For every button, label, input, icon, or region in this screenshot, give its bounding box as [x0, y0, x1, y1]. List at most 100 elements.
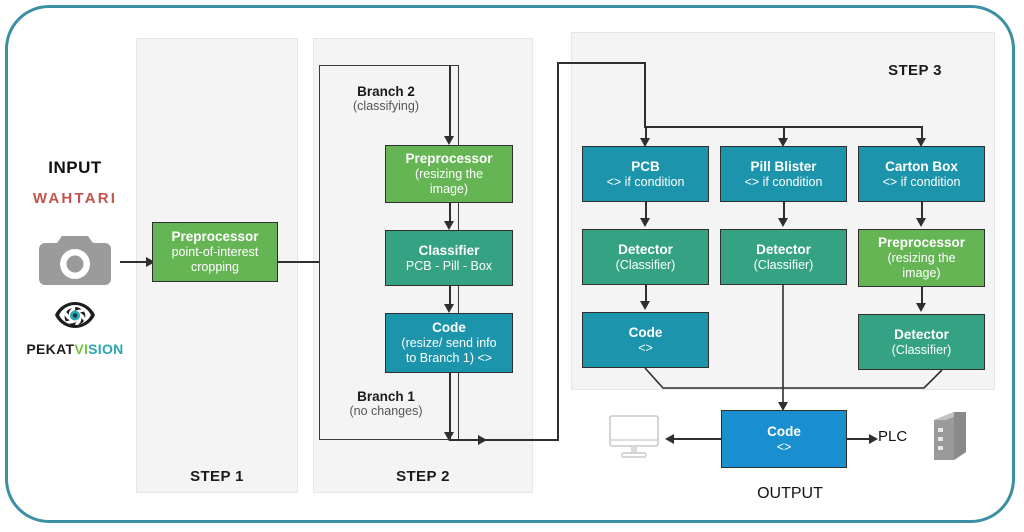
- line-step3-feed-drop: [644, 62, 646, 128]
- pekat-text: PEKAT: [26, 341, 75, 357]
- node-carton-box-condition[interactable]: Carton Box <> if condition: [858, 146, 985, 202]
- node-output-code[interactable]: Code <>: [721, 410, 847, 468]
- node-line2: <> if condition: [882, 174, 961, 189]
- vision-text-b: SION: [88, 341, 124, 357]
- convergence-paths: [644, 285, 943, 406]
- node-step2-preprocessor[interactable]: Preprocessor (resizing the image): [385, 145, 513, 203]
- line-carton-prep-to-detector: [921, 287, 923, 305]
- node-title: PCB: [631, 158, 660, 174]
- line-pill-to-detector: [783, 202, 785, 220]
- node-line3: image): [429, 181, 469, 196]
- node-carton-detector[interactable]: Detector (Classifier): [858, 314, 985, 370]
- node-pcb-detector[interactable]: Detector (Classifier): [582, 229, 709, 285]
- node-line3: cropping: [191, 259, 239, 274]
- node-line2: (Classifier): [753, 257, 814, 272]
- node-step2-classifier[interactable]: Classifier PCB - Pill - Box: [385, 230, 513, 286]
- arrow-carton-prep-to-detector-head: [916, 303, 927, 312]
- pekat-eye-logo-icon: [55, 302, 95, 328]
- arrow-code-down-head: [444, 432, 455, 441]
- arrow-code-to-monitor-head: [665, 433, 674, 444]
- line-step3-drop-col3: [921, 126, 923, 140]
- node-title: Preprocessor: [877, 235, 966, 251]
- branch2-sub: (classifying): [353, 99, 419, 113]
- line-classifier-to-code: [449, 286, 451, 306]
- arrow-input-to-preprocessor-line: [120, 261, 148, 263]
- arrow-to-output-code-head: [778, 402, 789, 411]
- line-step3-drop-col1: [645, 126, 647, 140]
- node-line3: to Branch 1) <>: [405, 350, 493, 365]
- line-carton-to-preprocessor: [921, 202, 923, 220]
- arrow-pill-to-detector-head: [778, 218, 789, 227]
- node-title: Code: [432, 320, 466, 336]
- arrow-step3-col3-head: [916, 138, 927, 147]
- step2-label: STEP 2: [396, 468, 450, 485]
- node-title: Preprocessor: [405, 151, 493, 167]
- node-line2: <>: [776, 439, 792, 454]
- node-step1-preprocessor[interactable]: Preprocessor point-of-interest cropping: [152, 222, 278, 282]
- node-title: Carton Box: [885, 158, 958, 174]
- node-title: Code: [767, 423, 801, 439]
- node-line2: PCB - Pill - Box: [405, 258, 493, 273]
- arrow-branch2-feed-head: [444, 136, 455, 145]
- node-line2: (resizing the: [887, 251, 956, 266]
- input-title: INPUT: [48, 158, 102, 177]
- arrow-prep-to-classifier-head: [444, 221, 455, 230]
- line-step3-feed-top: [557, 62, 645, 64]
- arrow-branch1-rail-head: [478, 434, 487, 445]
- pekat-vision-logo-text: PEKATVISION: [20, 341, 130, 357]
- node-pill-blister-condition[interactable]: Pill Blister <> if condition: [720, 146, 847, 202]
- node-carton-preprocessor[interactable]: Preprocessor (resizing the image): [858, 229, 985, 287]
- node-title: Preprocessor: [171, 229, 259, 245]
- arrow-code-to-plc-head: [869, 433, 878, 444]
- line-prep-to-classifier: [449, 203, 451, 223]
- line-pcb-to-detector: [645, 202, 647, 220]
- monitor-icon: [609, 415, 659, 458]
- node-pill-detector[interactable]: Detector (Classifier): [720, 229, 847, 285]
- arrow-classifier-to-code-head: [444, 304, 455, 313]
- node-line2: <> if condition: [744, 174, 823, 189]
- diagram-outer-frame: [5, 5, 1015, 523]
- vision-text-a: VI: [74, 341, 89, 357]
- node-title: Detector: [756, 241, 811, 257]
- node-pcb-condition[interactable]: PCB <> if condition: [582, 146, 709, 202]
- step3-label: STEP 3: [888, 62, 942, 79]
- node-pcb-code[interactable]: Code <>: [582, 312, 709, 368]
- branch1-sub: (no changes): [349, 404, 423, 418]
- line-step1-out: [278, 261, 320, 263]
- step1-label: STEP 1: [190, 468, 244, 485]
- node-title: Detector: [894, 326, 949, 342]
- plc-label: PLC: [878, 428, 908, 445]
- plc-device-icon: [934, 412, 966, 460]
- node-line2: <>: [638, 340, 653, 355]
- node-line2: (Classifier): [615, 257, 676, 272]
- branch1-label: Branch 1 (no changes): [326, 389, 446, 418]
- arrow-input-to-preprocessor-head: [146, 256, 155, 267]
- line-branch2-feed: [449, 66, 451, 138]
- node-title: Code: [628, 324, 663, 340]
- line-step3-drop-col2: [783, 126, 785, 140]
- line-code-down-to-rail: [449, 373, 451, 440]
- line-pcb-detector-to-code: [645, 285, 647, 303]
- branch1-title: Branch 1: [357, 389, 415, 404]
- node-line2: point-of-interest: [171, 245, 259, 260]
- line-code-to-plc: [847, 438, 873, 440]
- arrow-step3-col1-head: [640, 138, 651, 147]
- arrow-pcb-detector-to-code-head: [640, 301, 651, 310]
- node-line2: (resize/ send info: [401, 336, 497, 351]
- node-step2-code[interactable]: Code (resize/ send info to Branch 1) <>: [385, 313, 513, 373]
- node-line3: image): [902, 265, 941, 280]
- arrow-pcb-to-detector-head: [640, 218, 651, 227]
- wahtari-logo-text: WAHTARI: [32, 190, 118, 207]
- output-label: OUTPUT: [757, 485, 823, 502]
- line-rail-riser-to-step3: [557, 62, 559, 440]
- line-code-to-monitor: [673, 438, 721, 440]
- arrow-step3-col2-head: [778, 138, 789, 147]
- node-title: Classifier: [418, 242, 480, 258]
- camera-icon: [39, 236, 111, 285]
- node-line2: (resizing the: [414, 167, 484, 182]
- node-line2: <> if condition: [606, 174, 685, 189]
- branch2-title: Branch 2: [357, 84, 415, 99]
- line-branch1-rail: [449, 439, 559, 441]
- node-title: Pill Blister: [750, 158, 817, 174]
- arrow-carton-to-preprocessor-head: [916, 218, 927, 227]
